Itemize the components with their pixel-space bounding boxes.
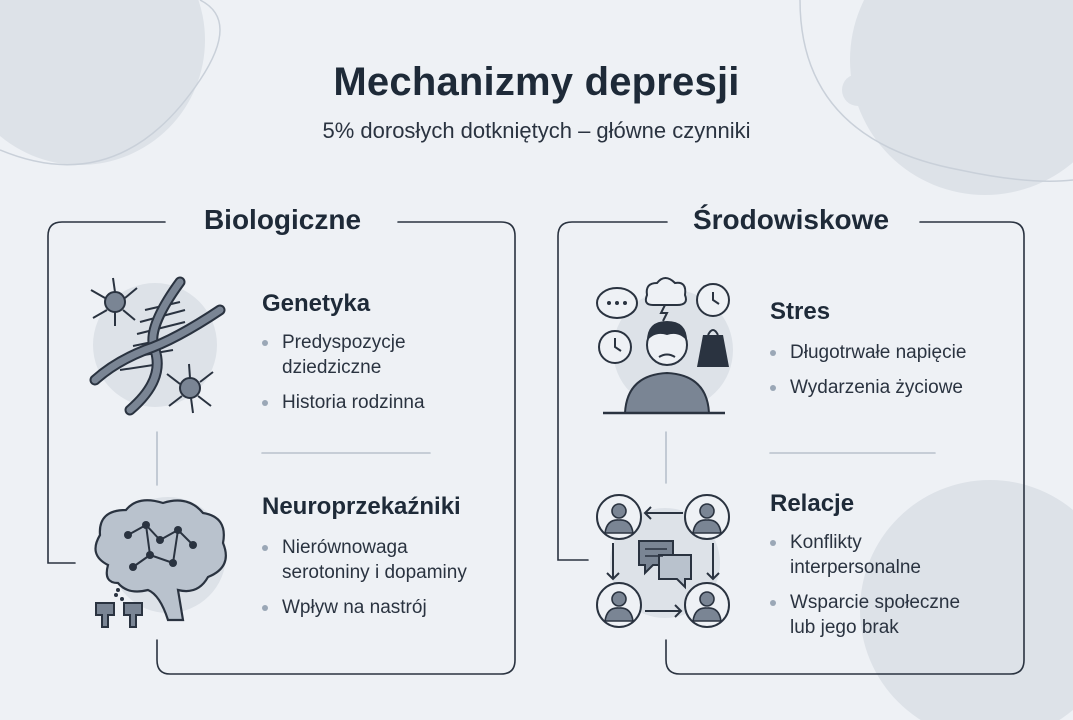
- list-item: Predyspozycje dziedziczne: [260, 330, 500, 380]
- card-title-neurotransmitters: Neuroprzekaźniki: [262, 493, 461, 520]
- neurotransmitters-bullets: Nierównowaga serotoniny i dopaminy Wpływ…: [260, 535, 510, 630]
- social-network-icon: [596, 494, 730, 628]
- genetics-bullets: Predyspozycje dziedziczne Historia rodzi…: [260, 330, 500, 425]
- card-title-genetics: Genetyka: [262, 290, 371, 317]
- list-item: Wpływ na nastrój: [260, 595, 510, 620]
- section-title-biological: Biologiczne: [203, 204, 362, 235]
- brain-synapse-icon: [94, 497, 227, 628]
- page-subtitle: 5% dorosłych dotkniętych – główne czynni…: [322, 118, 751, 143]
- list-item: Wydarzenia życiowe: [768, 375, 1018, 400]
- stressed-person-icon: [596, 277, 733, 415]
- stress-bullets: Długotrwałe napięcie Wydarzenia życiowe: [768, 340, 1018, 410]
- card-title-stress: Stres: [770, 298, 831, 325]
- card-title-relationships: Relacje: [770, 490, 855, 517]
- list-item: Wsparcie społeczne lub jego brak: [768, 590, 1018, 640]
- list-item: Nierównowaga serotoniny i dopaminy: [260, 535, 510, 585]
- page-title: Mechanizmy depresji: [333, 60, 740, 104]
- relationships-bullets: Konflikty interpersonalne Wsparcie społe…: [768, 530, 1018, 650]
- section-title-environmental: Środowiskowe: [692, 204, 890, 235]
- list-item: Historia rodzinna: [260, 390, 500, 415]
- list-item: Konflikty interpersonalne: [768, 530, 1018, 580]
- list-item: Długotrwałe napięcie: [768, 340, 1018, 365]
- dna-neuron-icon: [89, 276, 226, 416]
